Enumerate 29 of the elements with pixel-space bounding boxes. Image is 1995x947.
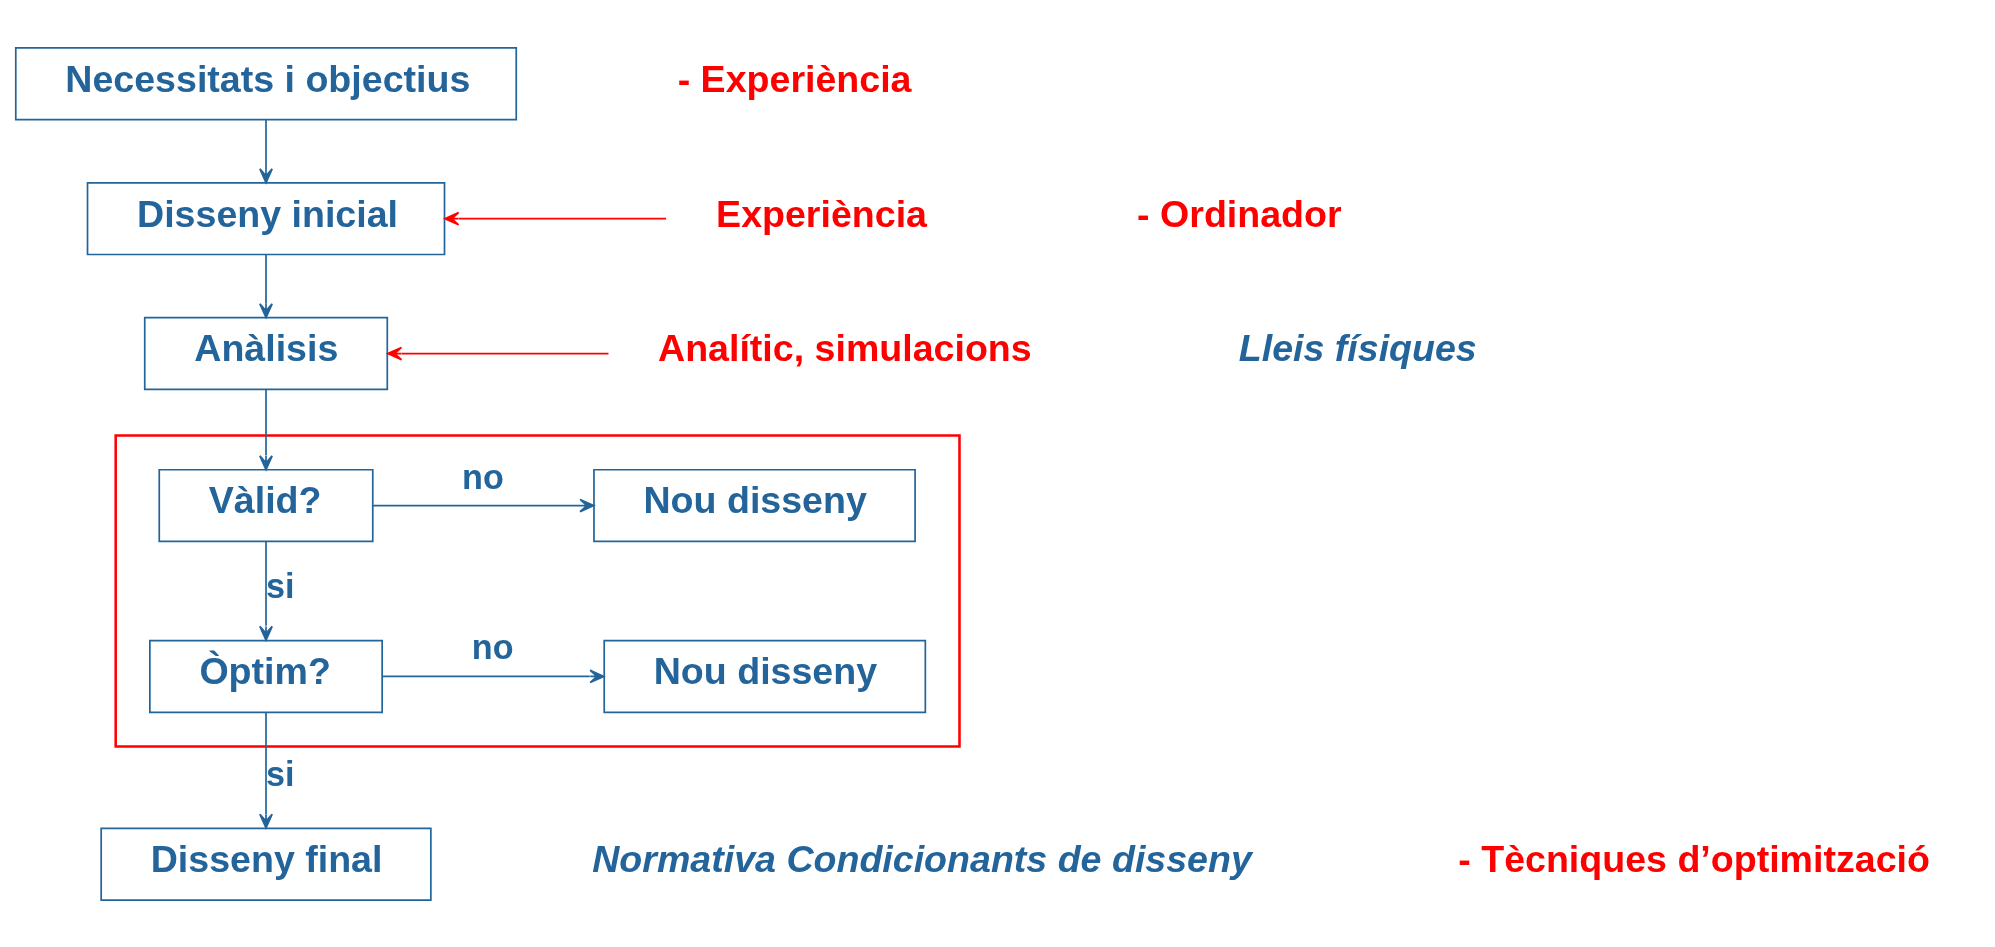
- arrow: [444, 211, 667, 226]
- node-box: Necessitats i objectius: [14, 46, 518, 120]
- arrow: [259, 118, 273, 183]
- arrow: [259, 540, 273, 641]
- edge-label: no: [471, 627, 514, 666]
- node-box: Nou disseny: [603, 639, 927, 713]
- arrow: [372, 498, 595, 513]
- node-box: Disseny final: [100, 827, 432, 901]
- edge-label: si: [266, 566, 295, 605]
- edge-label: si: [266, 754, 295, 793]
- label: - Tècniques d’optimització: [1458, 837, 1930, 880]
- arrow: [259, 388, 273, 470]
- arrow: [381, 668, 605, 683]
- node-box: Vàlid?: [158, 468, 374, 542]
- label: Normativa Condicionants de disseny: [592, 837, 1252, 880]
- edge-label: no: [462, 457, 504, 496]
- node-box: Òptim?: [149, 639, 383, 713]
- node-text: Experiència: [716, 192, 927, 234]
- node-text: Analític, simulacions: [658, 326, 1032, 369]
- label: Lleis físiques: [1238, 326, 1477, 369]
- cluster: [114, 433, 961, 748]
- arrow: [386, 346, 610, 361]
- node-box: Nou disseny: [593, 468, 916, 542]
- arrow: [259, 711, 273, 829]
- label: - Experiència: [677, 57, 912, 100]
- arrow: [259, 253, 273, 318]
- label: - Ordinador: [1137, 192, 1342, 234]
- node-box: Anàlisis: [143, 316, 389, 390]
- node-box: Disseny inicial: [86, 181, 446, 255]
